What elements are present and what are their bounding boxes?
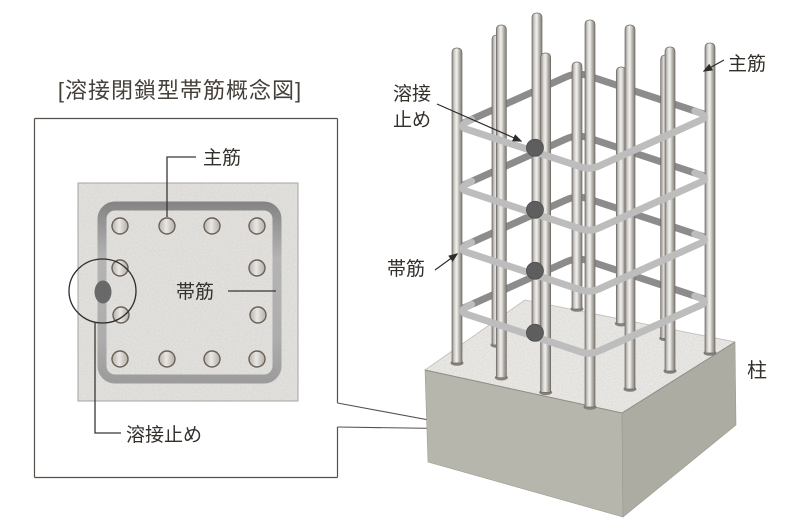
weld-stop-leader xyxy=(94,322,121,434)
main-bar-section xyxy=(111,259,129,277)
hoop-band-front xyxy=(459,107,708,172)
weld-stop-arrow xyxy=(436,103,523,142)
section-leader-lines xyxy=(94,156,276,434)
hoop-band-front xyxy=(459,292,708,357)
main-bar-section xyxy=(248,259,266,277)
weld-dot xyxy=(526,261,544,280)
panel-title: [溶接閉鎖型帯筋概念図] xyxy=(58,78,302,103)
vertical-rebar xyxy=(451,47,463,364)
weld-highlight-circle xyxy=(68,258,137,324)
hoop-arrow xyxy=(434,253,459,271)
column-annotations: 溶接 止め 主筋 帯筋 柱 xyxy=(387,53,767,382)
main-bar-section xyxy=(248,217,266,235)
column-weld-stop-label-line1: 溶接 xyxy=(393,83,431,105)
vertical-rebar xyxy=(584,19,596,408)
weld-dot xyxy=(526,200,544,219)
main-bar-section xyxy=(111,350,129,368)
main-bar-section xyxy=(248,350,266,368)
main-bar-section xyxy=(158,350,176,368)
main-bar-section xyxy=(112,306,130,324)
section-hoop-label: 帯筋 xyxy=(176,281,214,303)
column-main-bar-label: 主筋 xyxy=(728,53,766,75)
main-bar-leader xyxy=(166,156,196,217)
main-bar-section xyxy=(158,217,176,235)
vertical-rebar xyxy=(704,42,716,354)
column-pillar-label: 柱 xyxy=(747,359,767,382)
base-top-edge xyxy=(424,341,736,414)
main-bar-arrow xyxy=(702,59,725,72)
section-weld-stop-label: 溶接止め xyxy=(126,424,202,446)
main-bar-section xyxy=(111,217,129,235)
column-hoop-label: 帯筋 xyxy=(387,258,425,280)
weld-dot xyxy=(526,323,544,342)
vertical-rebar xyxy=(664,46,676,372)
column-base-block xyxy=(424,299,737,518)
concept-panel-frame xyxy=(33,117,339,479)
vertical-rebar xyxy=(531,12,543,328)
vertical-rebar xyxy=(624,24,636,390)
weld-dot xyxy=(526,138,544,157)
hoop-band-front xyxy=(459,230,708,295)
hoop-band-front xyxy=(459,169,708,234)
main-bar-section xyxy=(203,350,221,368)
section-main-bar-label: 主筋 xyxy=(203,147,241,169)
main-bar-section xyxy=(249,306,267,324)
main-bar-section xyxy=(203,217,221,235)
vertical-rebar xyxy=(571,61,583,310)
column-weld-stop-label-line2: 止め xyxy=(393,109,431,131)
weld-spot xyxy=(94,280,112,304)
vertical-rebar xyxy=(540,52,552,393)
